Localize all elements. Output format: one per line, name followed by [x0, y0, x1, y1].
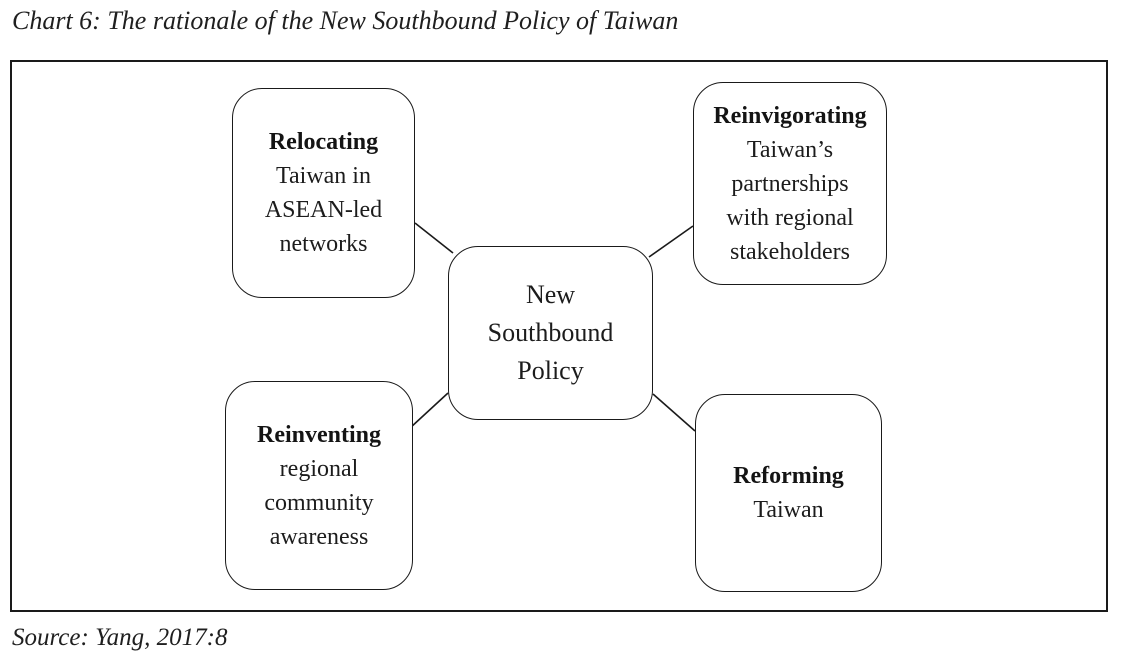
node-relocating-line: networks — [279, 231, 368, 257]
source-note: Source: Yang, 2017:8 — [12, 624, 228, 651]
node-reinvigorating-line: stakeholders — [730, 238, 850, 265]
node-relocating-line: ASEAN-led — [264, 197, 383, 223]
node-reforming-heading: Reforming — [733, 463, 844, 489]
node-reinventing: Reinventing regional community awareness — [225, 381, 413, 590]
node-reinvigorating-line: with regional — [726, 204, 854, 231]
node-reinvigorating-line: partnerships — [731, 170, 849, 197]
node-reinvigorating-heading: Reinvigorating — [713, 102, 867, 129]
node-relocating-heading: Relocating — [268, 129, 379, 155]
node-reinventing-line: community — [264, 489, 374, 516]
node-reinvigorating: Reinvigorating Taiwan’s partnerships wit… — [693, 82, 887, 285]
connector-lines — [409, 222, 696, 432]
node-reinventing-line: regional — [279, 455, 359, 482]
node-center-line: New — [525, 280, 576, 309]
node-reforming: Reforming Taiwan — [695, 394, 882, 592]
node-reinventing-heading: Reinventing — [256, 421, 381, 448]
connector-center-reforming — [652, 393, 696, 432]
node-relocating-line: Taiwan in — [276, 163, 371, 189]
node-reinventing-line: awareness — [269, 523, 369, 550]
chart-title: Chart 6: The rationale of the New Southb… — [12, 6, 679, 35]
node-reinvigorating-line: Taiwan’s — [746, 136, 834, 163]
node-relocating: Relocating Taiwan in ASEAN-led networks — [232, 88, 415, 298]
node-reforming-line: Taiwan — [753, 497, 824, 523]
connector-reinventing-center — [409, 392, 449, 429]
node-center: New Southbound Policy — [448, 246, 653, 420]
node-center-line: Policy — [517, 356, 584, 385]
diagram-frame: Relocating Taiwan in ASEAN-led networks … — [10, 60, 1108, 612]
connector-relocating-center — [414, 222, 454, 254]
node-center-line: Southbound — [487, 318, 614, 347]
connector-center-reinvigorating — [648, 225, 694, 258]
